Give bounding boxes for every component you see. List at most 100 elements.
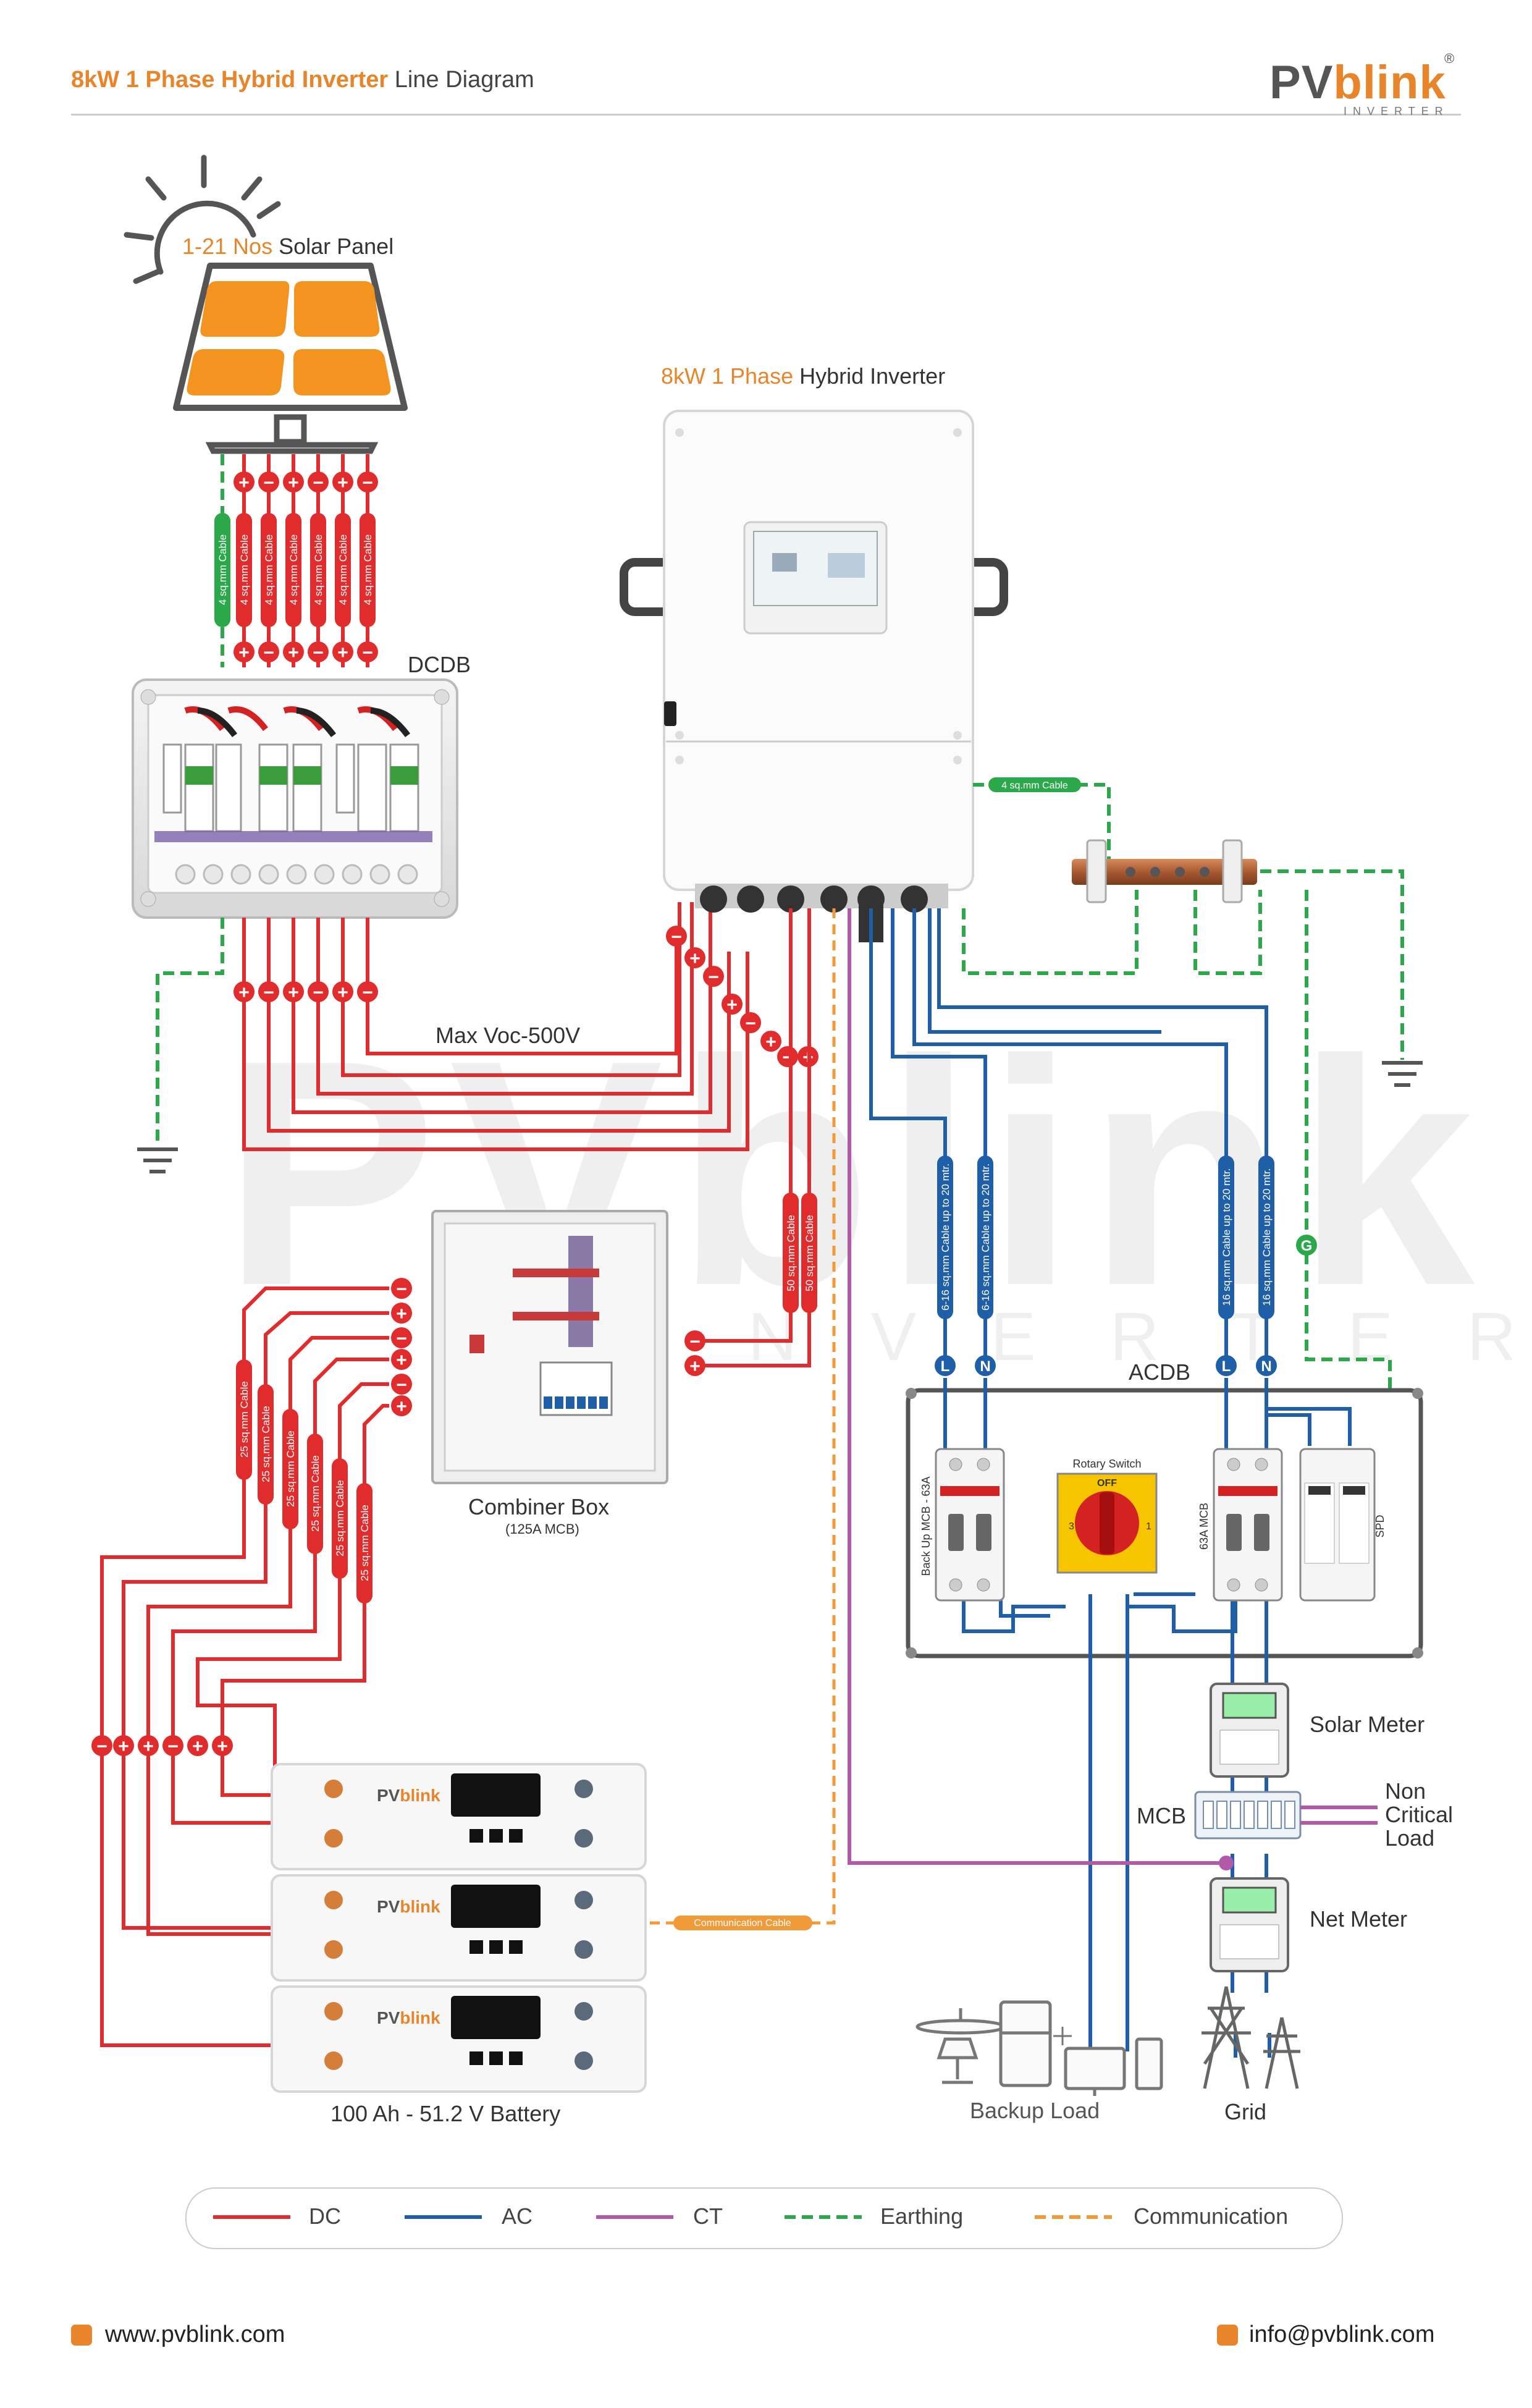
legend-label-dc: DC	[309, 2203, 341, 2229]
polarity-marker: +	[684, 1355, 705, 1377]
brand-logo: PVblink	[1269, 56, 1446, 109]
logo-registered-mark: ®	[1444, 51, 1455, 66]
communication-cable	[646, 908, 836, 1925]
inverter-rating: 8kW 1 Phase	[661, 363, 794, 389]
communication-cable-pill	[673, 1916, 812, 1930]
ac-grid-cable-label: 16 sq.mm Cable up to 20 mtr.	[1221, 1168, 1232, 1306]
website-link[interactable]: www.pvblink.com	[105, 2321, 285, 2347]
hybrid-inverter-icon	[620, 410, 1008, 942]
svg-text:L: L	[941, 1358, 950, 1375]
combiner-box	[431, 1210, 668, 1484]
non-critical-line-3: Load	[1385, 1825, 1435, 1851]
logo-blink: blink	[1333, 56, 1446, 109]
table-lamp-icon	[936, 2037, 979, 2084]
grid-mcb-icon	[1213, 1448, 1283, 1602]
non-critical-load-cables	[1300, 1806, 1378, 1825]
legend-label-communication: Communication	[1134, 2203, 1289, 2229]
polarity-marker: +	[187, 1735, 208, 1757]
inverter-earth-cable-pill	[988, 777, 1081, 792]
polarity-marker: −	[308, 471, 329, 493]
svg-text:+: +	[192, 1736, 203, 1757]
svg-text:N: N	[1261, 1358, 1271, 1375]
backup-load-label: Backup Load	[970, 2098, 1100, 2123]
polarity-marker: +	[391, 1395, 412, 1417]
svg-text:+: +	[238, 643, 250, 663]
svg-text:+: +	[288, 473, 299, 493]
grid-tower-icon	[1202, 1986, 1300, 2089]
non-critical-load-label: Non Critical Load	[1385, 1780, 1453, 1850]
dcdb-earth-icon	[137, 1147, 178, 1173]
polarity-marker: −	[666, 926, 687, 947]
combiner-cable-label: 50 sq.mm Cable	[804, 1215, 815, 1291]
battery-label: 100 Ah - 51.2 V Battery	[330, 2101, 561, 2126]
net-meter-icon	[1210, 1877, 1289, 1972]
ac-grid-cable-label: 16 sq.mm Cable up to 20 mtr.	[1261, 1168, 1273, 1306]
net-meter-label: Net Meter	[1310, 1906, 1408, 1932]
pv-cable-label: 4 sq.mm Cable	[313, 534, 324, 605]
polarity-marker: −	[258, 641, 279, 663]
logo-pv: PV	[1269, 56, 1334, 109]
combiner-to-battery-cables	[100, 1286, 389, 2047]
pv-cable-label: 4 sq.mm Cable	[263, 534, 275, 605]
monitor-icon	[1064, 2047, 1126, 2096]
svg-text:−: −	[313, 982, 324, 1003]
polarity-marker: +	[332, 641, 353, 663]
polarity-marker: −	[391, 1374, 412, 1395]
acdb-box	[906, 1388, 1423, 1658]
svg-text:PVblink: PVblink	[377, 1897, 440, 1916]
spd-label: SPD	[1374, 1515, 1386, 1537]
svg-text:−: −	[671, 927, 682, 947]
rotary-position-3: 3	[1069, 1521, 1074, 1532]
email-icon	[1217, 2325, 1238, 2346]
neutral-terminal-marker: N	[975, 1355, 996, 1376]
combiner-box-label: Combiner Box	[468, 1494, 610, 1519]
header-divider	[71, 114, 1461, 116]
email-link[interactable]: info@pvblink.com	[1249, 2321, 1435, 2347]
combiner-box-sublabel: (125A MCB)	[505, 1521, 579, 1537]
svg-text:+: +	[765, 1032, 777, 1052]
title-rest: Line Diagram	[388, 67, 534, 93]
dcdb-earth-cable	[156, 918, 224, 1146]
legend-label-earthing: Earthing	[880, 2203, 964, 2229]
combiner-polarity-markers: − + − + − + − +	[391, 1278, 705, 1417]
polarity-marker: −	[391, 1327, 412, 1349]
ac-backup-cable-label: 6-16 sq.mm Cable up to 20 mtr.	[940, 1164, 951, 1311]
backup-mcb-icon	[935, 1448, 1005, 1602]
inverter-label-rest: Hybrid Inverter	[793, 363, 946, 389]
pv-cable-label-pills	[214, 513, 376, 627]
battery-cable-label: 25 sq.mm Cable	[309, 1455, 321, 1532]
svg-text:+: +	[288, 643, 299, 663]
polarity-marker: −	[91, 1735, 112, 1757]
polarity-marker: +	[113, 1735, 134, 1757]
ac-grid-cables	[912, 908, 1268, 1359]
polarity-marker: +	[234, 981, 255, 1003]
svg-text:+: +	[396, 1350, 407, 1371]
svg-text:G: G	[1301, 1238, 1313, 1254]
svg-text:−: −	[263, 982, 274, 1003]
cpu-tower-icon	[1135, 2037, 1163, 2090]
non-critical-line-1: Non	[1385, 1778, 1426, 1804]
neutral-terminal-marker: N	[1256, 1355, 1277, 1376]
svg-text:−: −	[362, 643, 373, 663]
svg-text:+: +	[337, 982, 348, 1003]
svg-text:−: −	[263, 643, 274, 663]
acdb-label: ACDB	[1129, 1359, 1191, 1385]
svg-text:+: +	[689, 1356, 701, 1377]
legend-label-ct: CT	[693, 2203, 723, 2229]
polarity-marker: +	[283, 471, 304, 493]
svg-text:−: −	[396, 1329, 407, 1349]
polarity-marker: +	[332, 471, 353, 493]
ground-terminal-marker: G	[1296, 1235, 1317, 1256]
svg-text:−: −	[313, 643, 324, 663]
polarity-marker: −	[357, 641, 378, 663]
svg-text:−: −	[708, 967, 719, 987]
ac-backup-cable-label: 6-16 sq.mm Cable up to 20 mtr.	[980, 1164, 991, 1311]
polarity-marker: −	[777, 1046, 798, 1068]
ct-sensor-icon	[1219, 1856, 1234, 1870]
pv-cable-label: 4 sq.mm Cable	[288, 534, 300, 605]
polarity-marker: −	[391, 1278, 412, 1299]
grid-label: Grid	[1224, 2099, 1267, 2124]
battery-unit: PVblink	[271, 1763, 647, 1870]
svg-text:+: +	[217, 1736, 228, 1757]
